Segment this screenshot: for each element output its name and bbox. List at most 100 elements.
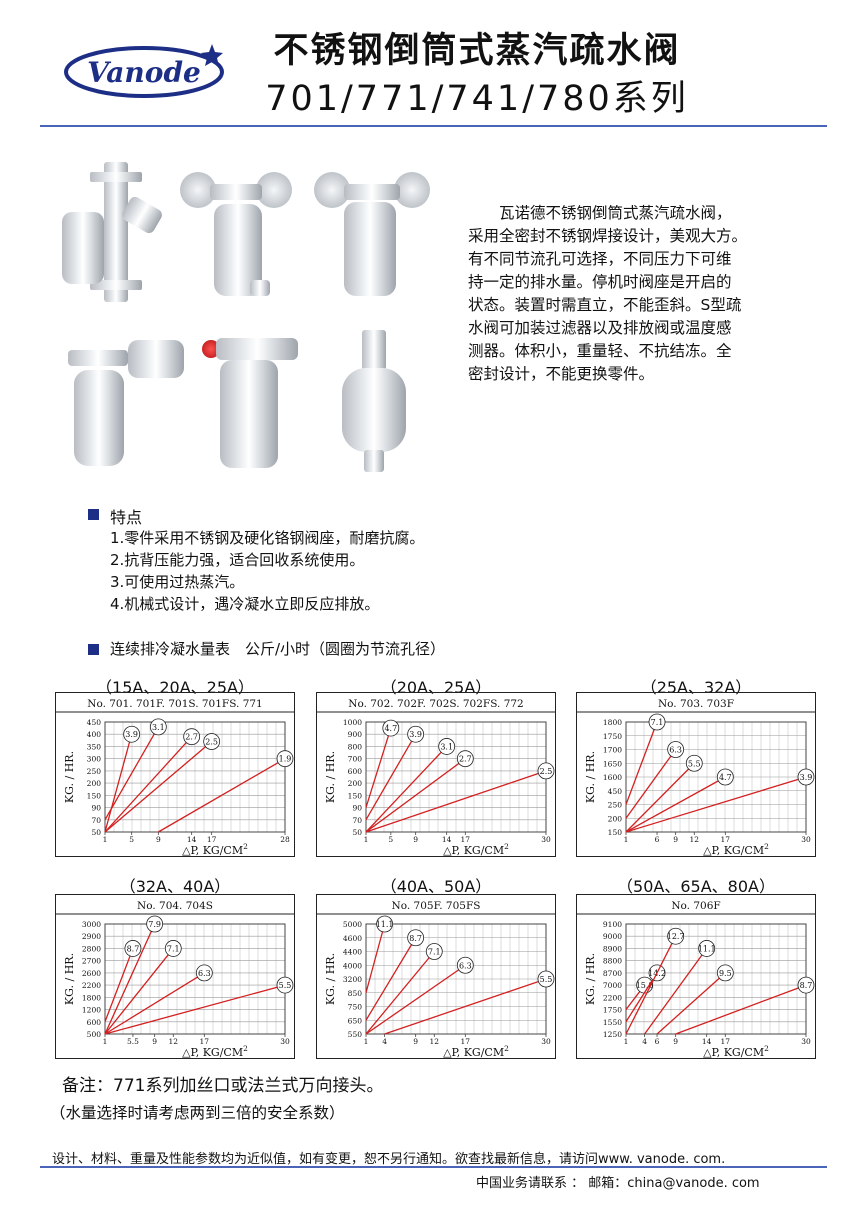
charts-heading: 连续排冷凝水量表 公斤/小时（圆圈为节流孔径） — [110, 640, 446, 658]
discharge-chart-3: No. 703. 703F150200250450160016501700175… — [576, 692, 816, 857]
x-axis-label: △P, KG/CM2 — [443, 842, 509, 857]
chart-5-title: （40A、50A） — [380, 877, 492, 896]
orifice-size-marker — [123, 725, 141, 743]
feature-item-4: 4.机械式设计，遇冷凝水立即反应排放。 — [110, 595, 380, 613]
orifice-size-label: 3.1 — [440, 742, 453, 751]
x-axis-label: △P, KG/CM2 — [703, 842, 769, 857]
orifice-size-label: 11.1 — [698, 944, 716, 953]
y-tick-label: 250 — [87, 767, 102, 776]
x-tick-label: 30 — [801, 1037, 811, 1046]
y-tick-label: 2900 — [82, 932, 101, 941]
y-tick-label: 150 — [608, 828, 623, 837]
x-tick-label: 14 — [702, 1037, 712, 1046]
y-tick-label: 800 — [348, 742, 363, 751]
orifice-series-line — [365, 923, 386, 993]
orifice-size-marker — [537, 970, 555, 988]
y-tick-label: 600 — [348, 767, 363, 776]
orifice-size-marker — [685, 754, 703, 772]
orifice-size-marker — [716, 964, 734, 982]
x-tick-label: 1 — [624, 1037, 629, 1046]
x-tick-label: 30 — [801, 835, 811, 844]
y-axis-label: KG. / HR. — [584, 953, 597, 1005]
orifice-size-label: 6.3 — [198, 969, 211, 978]
orifice-series-line — [644, 948, 708, 1035]
product-photo-3 — [314, 164, 432, 304]
y-tick-label: 1800 — [603, 718, 622, 727]
y-tick-label: 750 — [348, 1003, 363, 1012]
x-tick-label: 17 — [461, 1037, 471, 1046]
orifice-series-line — [104, 734, 133, 833]
y-tick-label: 2600 — [82, 969, 101, 978]
discharge-chart-5: No. 705F. 705FS5506507508503200400044004… — [316, 894, 556, 1059]
y-tick-label: 550 — [348, 1030, 363, 1039]
chart-4-title: （32A、40A） — [119, 877, 231, 896]
orifice-size-label: 11.1 — [376, 920, 394, 929]
y-tick-label: 9000 — [603, 932, 622, 941]
x-tick-label: 12 — [430, 1037, 440, 1046]
orifice-series-line — [158, 758, 286, 833]
x-tick-label: 4 — [382, 1037, 387, 1046]
y-tick-label: 4600 — [343, 934, 362, 943]
product-photo-2 — [180, 164, 292, 304]
orifice-size-label: 5.5 — [688, 759, 701, 768]
orifice-series-line — [104, 736, 193, 833]
x-tick-label: 1 — [624, 835, 629, 844]
y-tick-label: 1750 — [603, 732, 622, 741]
y-tick-label: 150 — [87, 791, 102, 800]
x-tick-label: 30 — [541, 835, 551, 844]
orifice-series-line — [384, 978, 547, 1035]
y-tick-label: 500 — [87, 1030, 102, 1039]
orifice-series-line — [104, 741, 213, 833]
y-tick-label: 7000 — [603, 981, 622, 990]
orifice-size-label: 8.7 — [800, 981, 813, 990]
chart-model-label: No. 706F — [671, 900, 720, 912]
x-tick-label: 30 — [280, 1037, 290, 1046]
orifice-size-label: 7.1 — [651, 718, 664, 727]
orifice-series-line — [625, 776, 807, 833]
y-tick-label: 650 — [348, 1016, 363, 1025]
y-tick-label: 900 — [348, 730, 363, 739]
discharge-chart-6: No. 706F12501550175022007000870088008900… — [576, 894, 816, 1059]
orifice-size-label: 6.3 — [669, 746, 682, 755]
y-tick-label: 2700 — [82, 957, 101, 966]
x-tick-label: 30 — [541, 1037, 551, 1046]
chart-model-label: No. 703. 703F — [658, 698, 734, 710]
safety-note: （水量选择时请考虑两到三倍的安全系数） — [50, 1104, 345, 1122]
section-bullet-square — [88, 644, 99, 655]
orifice-size-label: 5.5 — [279, 981, 292, 990]
discharge-chart-1: No. 701. 701F. 701S. 701FS. 771507090150… — [55, 692, 295, 857]
x-axis-label-superscript: 2 — [764, 842, 769, 851]
y-axis-label: KG. / HR. — [63, 751, 76, 803]
y-tick-label: 450 — [608, 787, 623, 796]
remark-note: 备注：771系列加丝口或法兰式万向接头。 — [62, 1076, 384, 1096]
y-tick-label: 1250 — [603, 1030, 622, 1039]
y-tick-label: 70 — [352, 816, 362, 825]
y-tick-label: 9100 — [603, 920, 622, 929]
x-tick-label: 17 — [721, 1037, 731, 1046]
orifice-series-line — [365, 964, 466, 1035]
y-tick-label: 400 — [87, 730, 102, 739]
intro-text: 瓦诺德不锈钢倒筒式蒸汽疏水阀， 采用全密封不锈钢焊接设计，美观大方。 有不同节流… — [468, 204, 748, 383]
y-axis-label: KG. / HR. — [63, 953, 76, 1005]
orifice-size-marker — [648, 713, 666, 731]
x-tick-label: 9 — [152, 1037, 157, 1046]
orifice-series-line — [625, 935, 677, 1035]
orifice-size-label: 9.5 — [719, 969, 732, 978]
x-tick-label: 9 — [673, 835, 678, 844]
x-tick-label: 5 — [388, 835, 393, 844]
y-axis-label: KG. / HR. — [324, 953, 337, 1005]
orifice-series-line — [104, 984, 286, 1035]
chart-frame — [316, 894, 556, 1059]
x-axis-label-superscript: 2 — [243, 1044, 248, 1053]
orifice-size-marker — [276, 976, 294, 994]
y-tick-label: 1200 — [82, 1006, 101, 1015]
orifice-size-label: 3.1 — [152, 723, 165, 732]
orifice-series-line — [365, 770, 547, 833]
orifice-series-line — [656, 972, 726, 1035]
section-bullet-square — [88, 509, 99, 520]
orifice-size-label: 2.5 — [540, 767, 553, 776]
orifice-size-marker — [537, 762, 555, 780]
y-tick-label: 1600 — [603, 773, 622, 782]
orifice-size-marker — [407, 929, 425, 947]
y-tick-label: 70 — [91, 816, 101, 825]
